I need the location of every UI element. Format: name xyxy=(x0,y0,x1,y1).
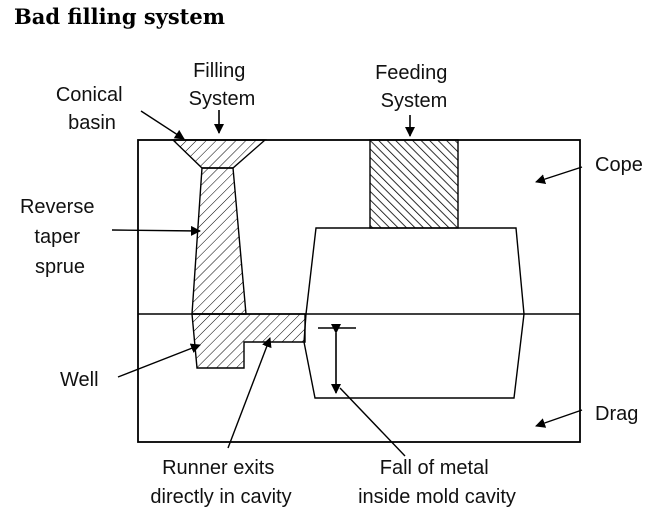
label-drag: Drag xyxy=(595,403,638,425)
label-cope: Cope xyxy=(595,154,643,176)
arrow-well xyxy=(117,343,201,378)
well-and-runner xyxy=(191,313,306,369)
label-well: Well xyxy=(60,369,99,391)
label-conical-basin: Conical basin xyxy=(56,84,128,134)
mold-cavity xyxy=(303,227,525,399)
label-runner-exits: Runner exits directly in cavity xyxy=(150,457,291,508)
diagram-title: Bad filling system xyxy=(14,4,225,29)
arrow-runner-exits xyxy=(227,337,272,449)
label-fall-of-metal: Fall of metal inside mold cavity xyxy=(358,457,516,508)
arrow-fall-of-metal xyxy=(339,387,406,457)
mold-flask xyxy=(137,139,581,443)
label-feeding-system: Feeding System xyxy=(375,62,453,112)
arrow-reverse-taper-sprue xyxy=(111,225,201,236)
arrow-cope xyxy=(535,166,583,184)
reverse-taper-sprue xyxy=(191,167,247,315)
label-filling-system: Filling System xyxy=(189,60,256,110)
arrow-conical-basin xyxy=(140,110,185,140)
label-reverse-taper-sprue: Reverse taper sprue xyxy=(20,196,100,278)
arrow-drag xyxy=(535,409,583,428)
feeder-riser xyxy=(369,139,459,229)
conical-basin xyxy=(171,139,267,169)
